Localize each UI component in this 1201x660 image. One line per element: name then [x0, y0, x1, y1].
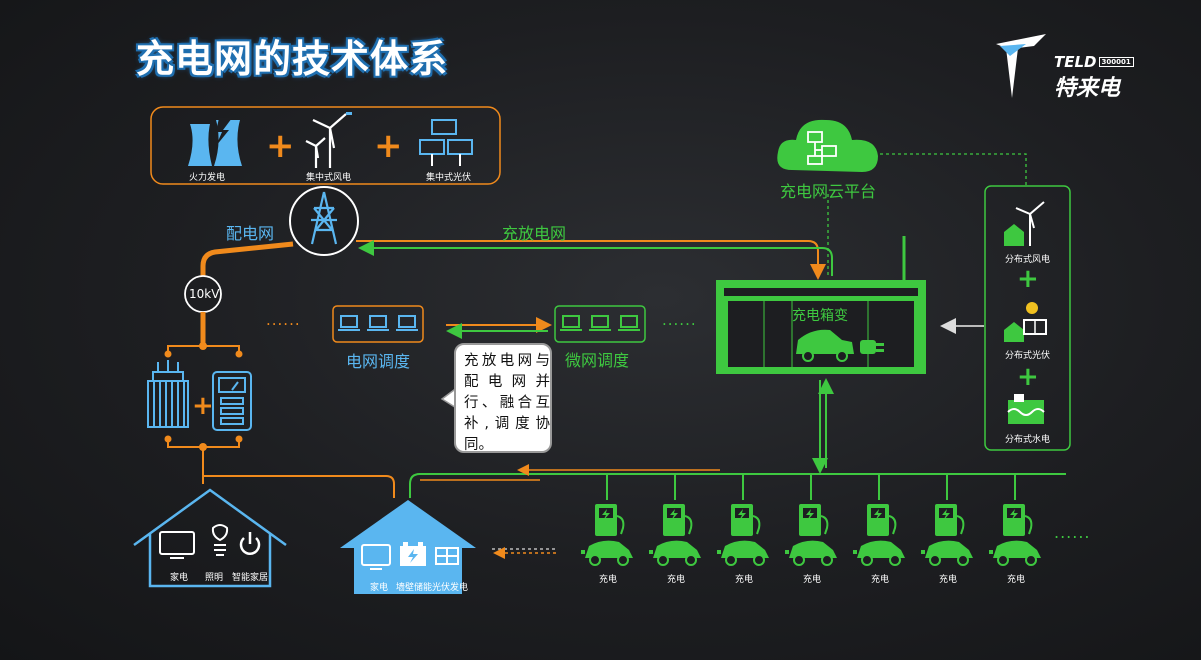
dist-pv-label: 分布式光伏	[1005, 351, 1051, 361]
teld-logo-icon	[996, 34, 1046, 98]
charging-station-icon	[649, 504, 701, 566]
home2-solar-icon	[435, 547, 459, 565]
transmission-tower-icon	[310, 191, 338, 245]
distributed-box	[984, 185, 1071, 451]
plus-sign-2: +	[374, 126, 403, 166]
grid-dispatch-label: 电网调度	[346, 352, 411, 371]
home2-appliance-label: 家电	[370, 583, 389, 593]
cloud-platform-label: 充电网云平台	[780, 182, 877, 201]
home1-appliance-label: 家电	[170, 573, 189, 583]
dist-wind-icon	[1004, 201, 1045, 246]
charging-station-icon	[853, 504, 905, 566]
station-label: 充电	[667, 575, 686, 585]
cloud-network-icon	[807, 131, 837, 165]
micro-dispatch-label: 微网调度	[565, 351, 630, 370]
charging-station-icon	[785, 504, 837, 566]
wind-turbine-icon	[305, 112, 352, 168]
wind-label: 集中式风电	[306, 173, 352, 183]
home1-light-label: 照明	[205, 573, 224, 583]
charging-station-icon	[717, 504, 769, 566]
generation-box	[150, 106, 501, 185]
meter-icon	[212, 371, 252, 431]
thermal-label: 火力发电	[189, 173, 226, 183]
light-bulb-icon	[211, 524, 229, 556]
station-label: 充电	[803, 575, 822, 585]
callout-text: 充放电网与配电网并行、融合互补,调度协同。	[454, 343, 552, 453]
box-car-icon	[796, 329, 854, 362]
thermal-plant-icon	[188, 118, 242, 166]
station-drop-line	[878, 474, 880, 500]
station-label: 充电	[871, 575, 890, 585]
solar-label: 集中式光伏	[426, 173, 472, 183]
solar-panel-icon	[419, 119, 473, 166]
charging-station-icon	[989, 504, 1041, 566]
micro-dispatch-computers	[560, 315, 640, 331]
plus-sign-1: +	[266, 126, 295, 166]
logo-code: 300001	[1098, 57, 1134, 67]
box-plug-icon	[860, 340, 884, 354]
logo-en: TELD	[1054, 53, 1097, 71]
station-label: 充电	[599, 575, 618, 585]
home1-smart-label: 智能家居	[232, 573, 269, 583]
tv-icon	[159, 531, 195, 559]
dots-left: ......	[266, 311, 301, 329]
transformer-icon	[147, 360, 189, 428]
station-drop-line	[742, 474, 744, 500]
station-label: 充电	[1007, 575, 1026, 585]
station-label: 充电	[939, 575, 958, 585]
station-drop-line	[1014, 474, 1016, 500]
home2-storage-label: 墙壁储能	[396, 583, 433, 593]
cloud-to-distributed	[880, 153, 1027, 186]
home2-pv-label: 光伏发电	[432, 583, 469, 593]
distribution-grid-label: 配电网	[226, 224, 275, 243]
station-drop-line	[674, 474, 676, 500]
charge-discharge-label: 充放电网	[502, 224, 567, 243]
dist-pv-icon	[1004, 302, 1047, 342]
power-icon	[239, 532, 261, 555]
station-bus-green	[409, 473, 1066, 498]
charging-station-icon	[581, 504, 633, 566]
dots-right: ......	[662, 311, 697, 329]
charge-net-orange	[356, 240, 826, 280]
grid-dispatch-box	[332, 305, 424, 343]
dist-hydro-label: 分布式水电	[1005, 435, 1051, 445]
feed-line-orange	[200, 241, 294, 282]
charging-station-icon	[921, 504, 973, 566]
battery-storage-icon	[400, 542, 426, 566]
dist-hydro-icon	[1007, 394, 1045, 424]
to-home2-line	[203, 475, 395, 498]
charging-box-label: 充电箱变	[792, 308, 848, 324]
dist-plus-2: +	[1017, 362, 1039, 392]
grid-dispatch-computers	[338, 315, 418, 331]
charge-net-green	[358, 240, 833, 276]
station-drop-line	[606, 474, 608, 500]
home2-tv-icon	[361, 544, 391, 570]
dist-plus-1: +	[1017, 264, 1039, 294]
home1-outline	[133, 488, 287, 588]
micro-dispatch-box	[554, 305, 646, 343]
page-title: 充电网的技术体系	[136, 37, 449, 81]
voltage-label: 10kV	[189, 287, 220, 301]
plus-sign-transformer: +	[192, 391, 214, 421]
station-drop-line	[810, 474, 812, 500]
station-drop-line	[946, 474, 948, 500]
dist-wind-label: 分布式风电	[1005, 255, 1051, 265]
stations-dots: ......	[1054, 523, 1091, 542]
station-label: 充电	[735, 575, 754, 585]
logo-cn: 特来电	[1054, 76, 1121, 101]
